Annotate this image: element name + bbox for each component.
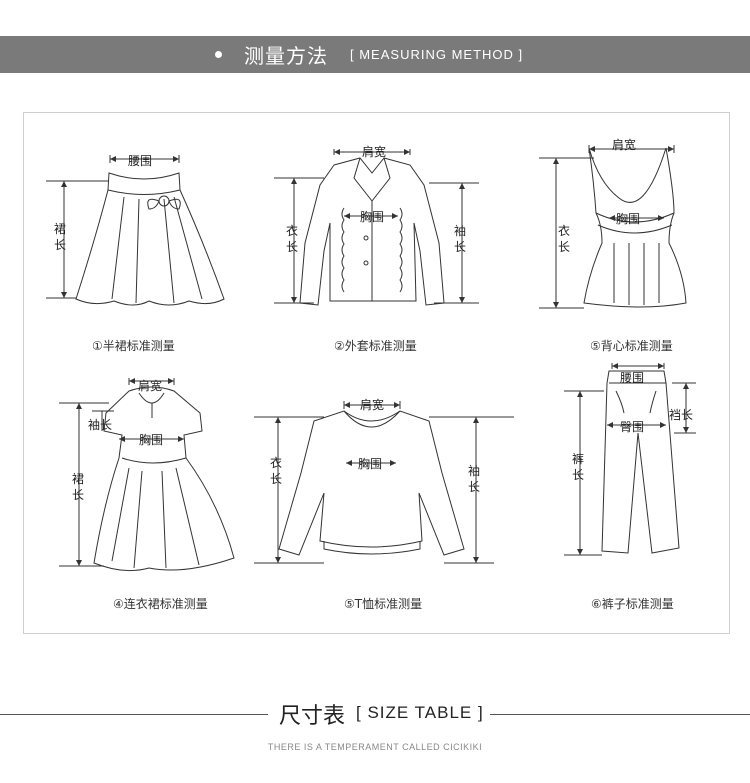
dress-length-label-2: 长 xyxy=(72,488,84,502)
skirt-waist-label: 腰围 xyxy=(128,154,152,168)
skirt-length-label-2: 长 xyxy=(54,238,66,252)
skirt-illustration xyxy=(46,155,224,305)
tshirt-chest-label: 胸围 xyxy=(358,456,382,471)
coat-length-label-1: 衣 xyxy=(286,223,298,238)
tshirt-sleeve-label-1: 袖 xyxy=(468,463,480,478)
vest-shoulder-label: 肩宽 xyxy=(612,137,636,152)
coat-length-label-2: 长 xyxy=(286,240,298,254)
vest-caption: ⑤背心标准测量 xyxy=(590,337,673,354)
tshirt-caption: ⑤T恤标准测量 xyxy=(344,595,422,612)
brand-tagline: THERE IS A TEMPERAMENT CALLED CICIKIKI xyxy=(0,742,750,752)
tshirt-shoulder-label: 肩宽 xyxy=(360,397,384,412)
pants-caption: ⑥裤子标准测量 xyxy=(591,595,674,612)
coat-caption: ②外套标准测量 xyxy=(334,337,417,354)
pants-hip-label: 臀围 xyxy=(620,420,644,434)
vest-chest-label: 胸围 xyxy=(616,211,640,226)
dress-chest-label: 胸围 xyxy=(139,432,163,447)
section-subtitle: [ MEASURING METHOD ] xyxy=(350,47,523,62)
size-table-subtitle: [ SIZE TABLE ] xyxy=(356,703,484,723)
coat-sleeve-label-1: 袖 xyxy=(454,223,466,238)
section-title: 测量方法 xyxy=(244,40,328,69)
size-table-title: 尺寸表 xyxy=(279,698,345,730)
pants-waist-label: 腰围 xyxy=(620,371,644,385)
measuring-diagram: 腰围 裙 长 肩宽 胸围 衣 长 袖 长 肩宽 胸围 衣 长 肩宽 袖长 胸围 … xyxy=(24,113,729,633)
dress-length-label-1: 裙 xyxy=(72,472,84,486)
section-header: 测量方法 [ MEASURING METHOD ] xyxy=(0,36,750,73)
bullet-icon xyxy=(215,51,222,58)
dress-illustration xyxy=(59,378,234,571)
tshirt-sleeve-label-2: 长 xyxy=(468,480,480,494)
dress-shoulder-label: 肩宽 xyxy=(138,378,162,393)
dress-caption: ④连衣裙标准测量 xyxy=(113,595,208,612)
pants-length-label-1: 裤 xyxy=(572,452,584,466)
coat-chest-label: 胸围 xyxy=(360,209,384,224)
coat-shoulder-label: 肩宽 xyxy=(362,144,386,159)
tshirt-length-label-1: 衣 xyxy=(270,455,282,470)
vest-length-label-2: 长 xyxy=(558,240,570,254)
coat-sleeve-label-2: 长 xyxy=(454,240,466,254)
divider-left xyxy=(0,714,268,715)
tshirt-length-label-2: 长 xyxy=(270,472,282,486)
pants-rise-label: 裆长 xyxy=(669,408,693,422)
vest-length-label-1: 衣 xyxy=(558,223,570,238)
pants-length-label-2: 长 xyxy=(572,468,584,482)
coat-illustration xyxy=(274,149,479,305)
skirt-length-label-1: 裙 xyxy=(54,222,66,236)
skirt-caption: ①半裙标准测量 xyxy=(92,337,175,354)
measuring-diagram-panel: 腰围 裙 长 肩宽 胸围 衣 长 袖 长 肩宽 胸围 衣 长 肩宽 袖长 胸围 … xyxy=(23,112,730,634)
dress-sleeve-label: 袖长 xyxy=(88,417,112,432)
divider-right xyxy=(490,714,750,715)
